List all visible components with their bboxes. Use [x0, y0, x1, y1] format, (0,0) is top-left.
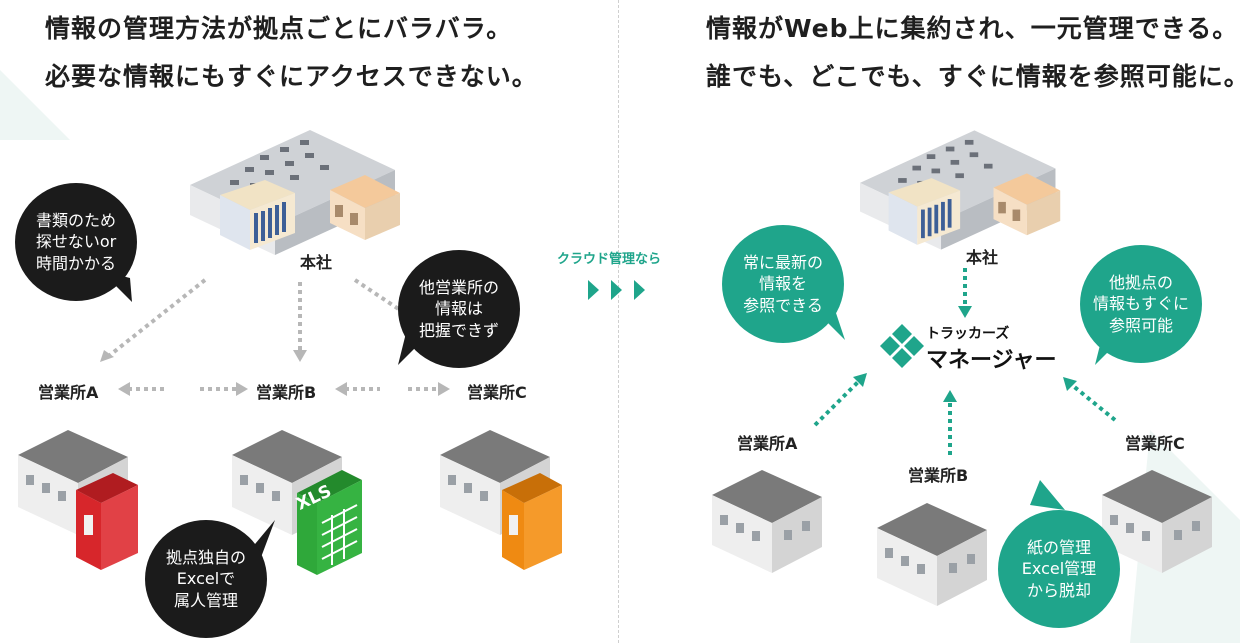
right-office-c-building — [1102, 470, 1212, 573]
left-office-a-building — [18, 430, 138, 570]
bubble-paper-tail — [1030, 480, 1065, 510]
bubble-other-sites: 他拠点の 情報もすぐに 参照可能 — [1080, 245, 1202, 363]
left-connection-arrows — [100, 278, 450, 396]
brand-line1: トラッカーズ — [926, 326, 1010, 342]
bubble-excel: 拠点独自の Excelで 属人管理 — [145, 520, 267, 638]
right-office-b-building — [877, 503, 987, 606]
left-heading-line1: 情報の管理方法が拠点ごとにバラバラ。 — [45, 14, 513, 43]
right-office-a-building — [712, 470, 822, 573]
left-heading-line2: 必要な情報にもすぐにアクセスできない。 — [45, 62, 538, 91]
bubble-paper: 紙の管理 Excel管理 から脱却 — [998, 510, 1120, 628]
right-office-c-label: 営業所C — [1125, 434, 1185, 453]
right-connection-arrows — [813, 268, 1117, 455]
left-office-b-building — [232, 430, 362, 575]
left-hq-building — [190, 130, 400, 255]
left-office-a-label: 営業所A — [38, 383, 99, 402]
left-office-c-building — [440, 430, 562, 570]
chevron-right-icon — [634, 280, 645, 300]
left-office-c-label: 営業所C — [467, 383, 527, 402]
left-hq-label: 本社 — [300, 253, 333, 272]
right-hq-building — [860, 130, 1061, 250]
bubble-latest: 常に最新の 情報を 参照できる — [722, 225, 844, 343]
right-heading-line2: 誰でも、どこでも、すぐに情報を参照可能に。 — [706, 62, 1240, 91]
right-hq-label: 本社 — [966, 248, 999, 267]
brand-line2: マネージャー — [926, 348, 1057, 373]
right-office-a-label: 営業所A — [737, 434, 798, 453]
right-heading-line1: 情報がWeb上に集約され、一元管理できる。 — [706, 14, 1239, 43]
bubble-docs: 書類のため 探せないor 時間かかる — [15, 183, 137, 301]
chevron-right-icon — [588, 280, 599, 300]
trackers-manager-logo-icon — [880, 324, 924, 368]
cloud-management-label: クラウド管理なら — [557, 252, 662, 267]
chevron-right-icon — [611, 280, 622, 300]
center-divider — [618, 0, 619, 643]
bubble-other-office: 他営業所の 情報は 把握できず — [398, 250, 520, 368]
right-office-b-label: 営業所B — [908, 466, 969, 485]
left-office-b-label: 営業所B — [256, 383, 317, 402]
